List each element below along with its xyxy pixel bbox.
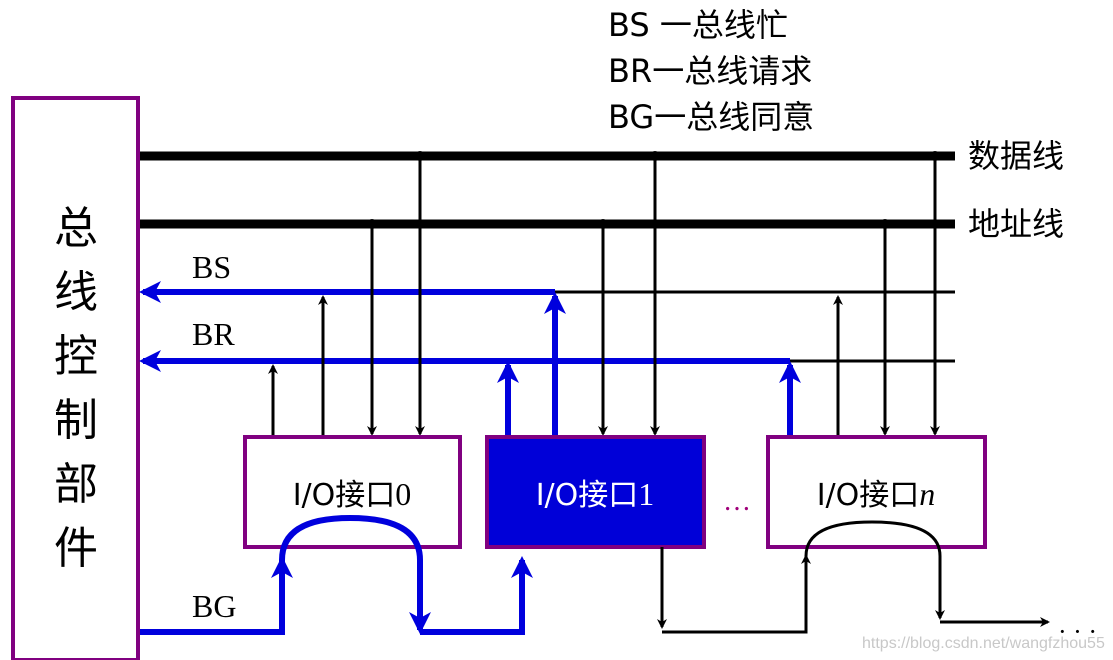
bus-controller-box bbox=[11, 96, 140, 660]
legend-br: BR一总线请求 bbox=[608, 52, 812, 90]
bg-chain: BG · · · bbox=[140, 514, 1097, 646]
controller-char-2: 线 bbox=[54, 267, 98, 318]
bg-to-io0 bbox=[140, 556, 293, 635]
controller-char-4: 制 bbox=[54, 395, 98, 446]
interfaces-ellipsis: … bbox=[723, 486, 753, 517]
bg-to-io1 bbox=[420, 556, 533, 635]
controller-char-6: 件 bbox=[54, 523, 98, 574]
br-label: BR bbox=[192, 316, 235, 352]
io-interface-n: I/O接口n bbox=[766, 435, 987, 549]
io-interface-0: I/O接口0 bbox=[243, 435, 462, 549]
io-interface-0-box bbox=[243, 435, 462, 549]
controller-char-5: 部 bbox=[54, 459, 98, 510]
io-interface-1: I/O接口1 bbox=[485, 435, 706, 549]
io-interface-1-box bbox=[485, 435, 706, 549]
bg-label: BG bbox=[192, 588, 236, 624]
io-interface-0-label: I/O接口0 bbox=[293, 476, 412, 513]
bg-io0-pass bbox=[279, 514, 431, 634]
io-interface-n-label: I/O接口n bbox=[817, 476, 936, 513]
bs-label: BS bbox=[192, 249, 231, 285]
io-interface-n-box bbox=[766, 435, 987, 549]
legend-bs: BS 一总线忙 bbox=[608, 6, 788, 44]
bg-trailing-dots: · · · bbox=[1058, 617, 1097, 646]
watermark: https://blog.csdn.net/wangfzhou55 bbox=[862, 635, 1105, 652]
bg-ion-pass bbox=[804, 520, 945, 620]
bus-controller-label: 总 线 控 制 部 件 bbox=[54, 203, 98, 574]
controller-char-1: 总 bbox=[54, 203, 98, 254]
controller-char-3: 控 bbox=[54, 331, 98, 382]
data-bus-label: 数据线 bbox=[968, 137, 1064, 175]
bg-to-ion bbox=[662, 554, 811, 634]
legend-bg: BG一总线同意 bbox=[608, 98, 814, 136]
io-interface-1-label: I/O接口1 bbox=[536, 476, 655, 513]
address-bus-label: 地址线 bbox=[968, 205, 1064, 243]
